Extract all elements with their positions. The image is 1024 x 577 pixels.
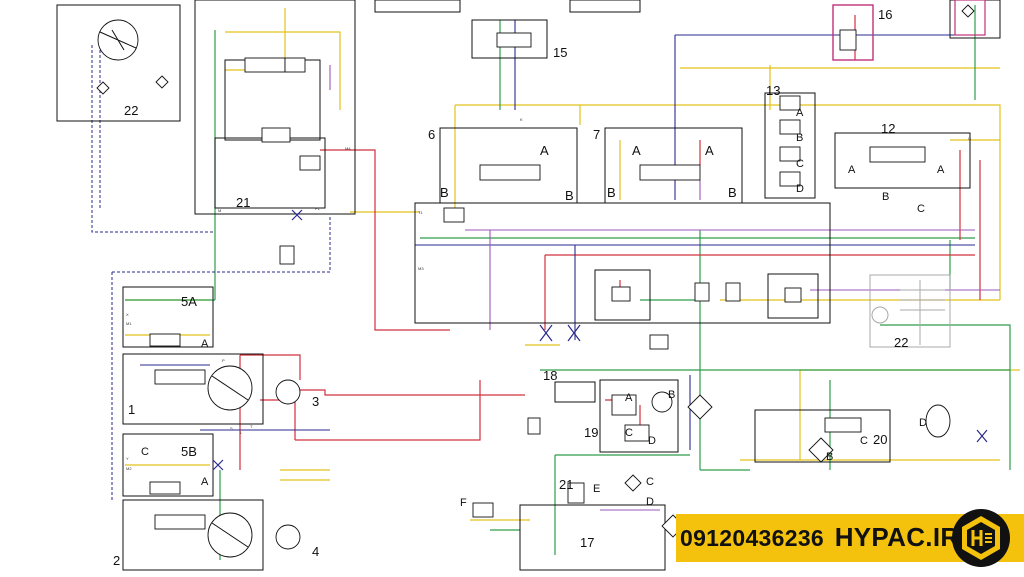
svg-text:M: M [218,208,221,213]
svg-text:B: B [668,389,675,401]
svg-text:B: B [607,185,616,200]
svg-text:G: G [968,136,971,141]
svg-text:S: S [230,426,233,431]
directional-valves [149,29,926,530]
component-frames [56,0,1001,571]
svg-text:A: A [201,338,209,350]
label-7: 7 [593,127,600,142]
pressure-lines [239,15,981,470]
label-19: 21 [559,477,573,492]
port-letter-labels: A B B A A B B A A B C A B C D A C B D B … [141,107,945,509]
svg-text:B: B [440,185,449,200]
drain-lines [140,20,975,450]
svg-text:M4: M4 [345,146,351,151]
svg-text:A: A [540,143,549,158]
contact-banner-text: 09120436236 HYPAC.IR [680,522,959,552]
label-5b: 5B [181,444,197,459]
label-15: 17 [580,535,594,550]
svg-text:Y: Y [126,456,129,461]
svg-text:A: A [625,392,633,404]
label-22: 22 [894,335,908,350]
svg-text:B: B [728,185,737,200]
label-13: 16 [878,7,892,22]
svg-text:M3: M3 [418,266,424,271]
svg-text:B: B [565,188,574,203]
label-3: 3 [312,394,319,409]
gauge-symbols [279,207,802,435]
svg-text:B: B [882,191,889,203]
small-port-tags: P T L M X Y T1 P1 M1 M2 M3 M4 G S K [126,117,971,471]
brand-name[interactable]: HYPAC.IR [834,522,960,552]
svg-text:L: L [240,430,243,435]
svg-text:P1: P1 [315,206,321,211]
component-top-right-frame [954,0,986,36]
pilot-dashed-lines [91,45,331,500]
svg-text:F: F [460,497,467,509]
label-17: 19 [584,425,598,440]
svg-text:C: C [625,427,633,439]
svg-text:D: D [796,183,804,195]
svg-text:D: D [919,417,927,429]
component-number-labels: 22 21 15 16 6 7 13 12 5A 5B 1 2 3 4 22 1… [113,7,908,568]
svg-text:A: A [201,476,209,488]
svg-text:C: C [796,158,804,170]
label-20: 21 [236,195,250,210]
label-21: 22 [124,103,138,118]
svg-text:E: E [593,483,600,495]
label-9: 13 [766,83,780,98]
svg-text:M1: M1 [126,321,132,326]
svg-text:K: K [520,117,523,122]
svg-text:D: D [646,496,654,508]
svg-text:C: C [917,203,925,215]
svg-text:X: X [126,312,129,317]
control-lines [329,65,1000,511]
svg-text:T1: T1 [418,210,423,215]
svg-text:P: P [222,358,225,363]
svg-text:C: C [646,476,654,488]
svg-text:A: A [705,143,714,158]
phone-number[interactable]: 09120436236 [680,525,825,551]
label-6: 6 [428,127,435,142]
svg-text:M2: M2 [126,466,132,471]
label-16: 18 [543,368,557,383]
label-1: 1 [128,402,135,417]
svg-text:C: C [860,435,868,447]
svg-text:A: A [796,107,804,119]
svg-text:T: T [250,424,253,429]
label-5a: 5A [181,294,197,309]
svg-text:A: A [937,164,945,176]
svg-text:A: A [848,164,856,176]
svg-text:A: A [632,143,641,158]
svg-text:C: C [141,446,149,458]
filter-symbols [96,4,975,538]
component-13-frame [832,4,874,61]
pump-motor-symbols [97,19,951,558]
label-8: 12 [881,121,895,136]
pilot-lines [125,8,1020,521]
svg-text:B: B [796,132,803,144]
label-4: 4 [312,544,319,559]
svg-text:D: D [648,435,656,447]
label-2: 2 [113,553,120,568]
needle-valve-symbols [212,209,988,471]
label-12: 15 [553,45,567,60]
return-lines [125,5,1011,560]
component-22-outline [869,274,951,348]
label-18: 20 [873,432,887,447]
hypac-logo-icon [952,509,1010,567]
svg-text:B: B [826,451,833,463]
